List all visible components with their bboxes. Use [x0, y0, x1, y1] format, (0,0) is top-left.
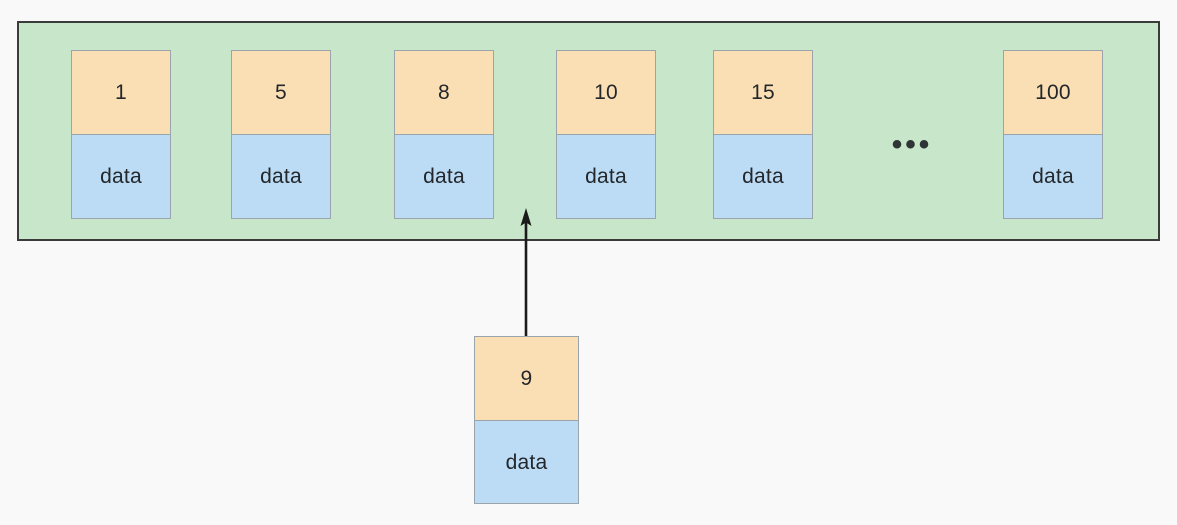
slot-node-5-key: 100	[1003, 50, 1103, 134]
slot-node-1[interactable]: 5 data	[231, 50, 331, 219]
slot-node-5-value: data	[1003, 134, 1103, 219]
slot-node-4[interactable]: 15 data	[713, 50, 813, 219]
ellipsis-icon: •••	[891, 128, 933, 161]
slot-node-3[interactable]: 10 data	[556, 50, 656, 219]
incoming-node-value: data	[474, 420, 579, 504]
slot-node-3-key: 10	[556, 50, 656, 134]
slot-node-0[interactable]: 1 data	[71, 50, 171, 219]
slot-node-2[interactable]: 8 data	[394, 50, 494, 219]
slot-node-1-value: data	[231, 134, 331, 219]
incoming-node-key: 9	[474, 336, 579, 420]
slot-node-2-value: data	[394, 134, 494, 219]
slot-node-2-key: 8	[394, 50, 494, 134]
slot-node-1-key: 5	[231, 50, 331, 134]
slot-node-0-value: data	[71, 134, 171, 219]
slot-node-3-value: data	[556, 134, 656, 219]
slot-node-4-key: 15	[713, 50, 813, 134]
slot-node-4-value: data	[713, 134, 813, 219]
incoming-node[interactable]: 9 data	[474, 336, 579, 504]
slot-node-0-key: 1	[71, 50, 171, 134]
slot-node-5[interactable]: 100 data	[1003, 50, 1103, 219]
